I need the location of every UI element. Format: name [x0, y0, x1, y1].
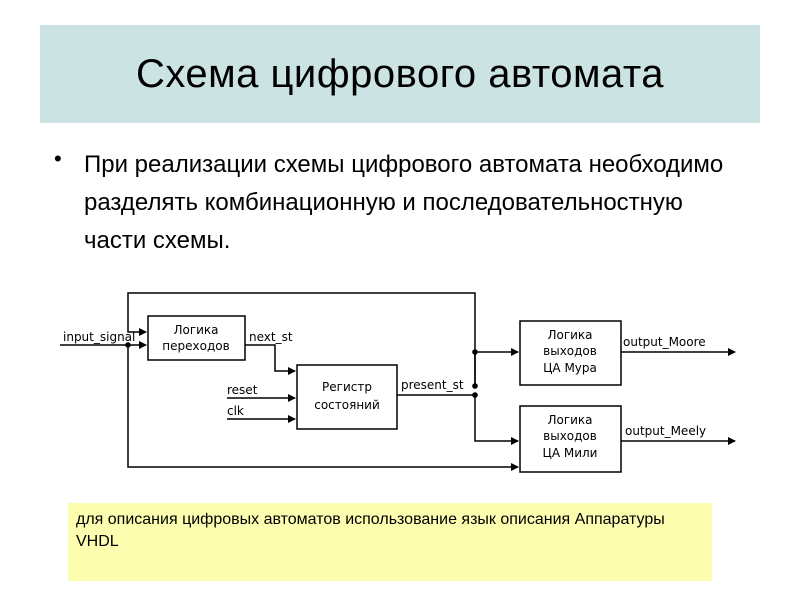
feedback-wire	[127, 292, 476, 386]
output-meely-label: output_Meely	[625, 424, 706, 438]
reset-label: reset	[227, 383, 258, 397]
input-to-mealy-wire	[127, 345, 519, 471]
junction-dot	[472, 392, 478, 398]
present-to-moore-wire	[474, 348, 519, 386]
mealy-logic-line-2: выходов	[543, 429, 597, 443]
junction-dot	[472, 349, 478, 355]
junction-dot	[472, 383, 478, 389]
present-to-mealy-wire	[474, 395, 519, 445]
transition-logic-block	[147, 315, 246, 361]
transition-logic-line-1: Логика	[173, 323, 218, 337]
transition-logic-line-2: переходов	[162, 339, 229, 353]
note-text: для описания цифровых автоматов использо…	[76, 511, 665, 550]
moore-logic-line-1: Логика	[547, 328, 592, 342]
automaton-diagram: Логика переходов Регистр состояний Логик…	[60, 292, 736, 473]
next-st-label: next_st	[249, 330, 293, 344]
moore-logic-line-3: ЦА Мура	[543, 361, 597, 375]
bullet-dot-icon: •	[54, 146, 62, 171]
state-register-line-2: состояний	[314, 398, 380, 412]
mealy-logic-line-3: ЦА Мили	[543, 446, 598, 460]
state-register-block	[296, 364, 398, 430]
present-st-label: present_st	[401, 378, 464, 392]
title-bar: Схема цифрового автомата	[40, 25, 760, 123]
moore-logic-line-2: выходов	[543, 344, 597, 358]
junction-dot	[125, 342, 131, 348]
bullet-text: При реализации схемы цифрового автомата …	[84, 151, 724, 254]
next-st-wire	[245, 344, 296, 375]
bullet-item: • При реализации схемы цифрового автомат…	[54, 146, 754, 260]
note-box: для описания цифровых автоматов использо…	[68, 503, 712, 581]
input-signal-label: input_signal	[63, 330, 135, 344]
mealy-output-logic-block	[519, 405, 622, 473]
clk-label: clk	[227, 404, 244, 418]
output-moore-label: output_Moore	[623, 335, 706, 349]
state-register-line-1: Регистр	[322, 380, 372, 394]
moore-output-logic-block	[519, 320, 622, 386]
slide-title: Схема цифрового автомата	[135, 51, 665, 96]
mealy-logic-line-1: Логика	[547, 413, 592, 427]
